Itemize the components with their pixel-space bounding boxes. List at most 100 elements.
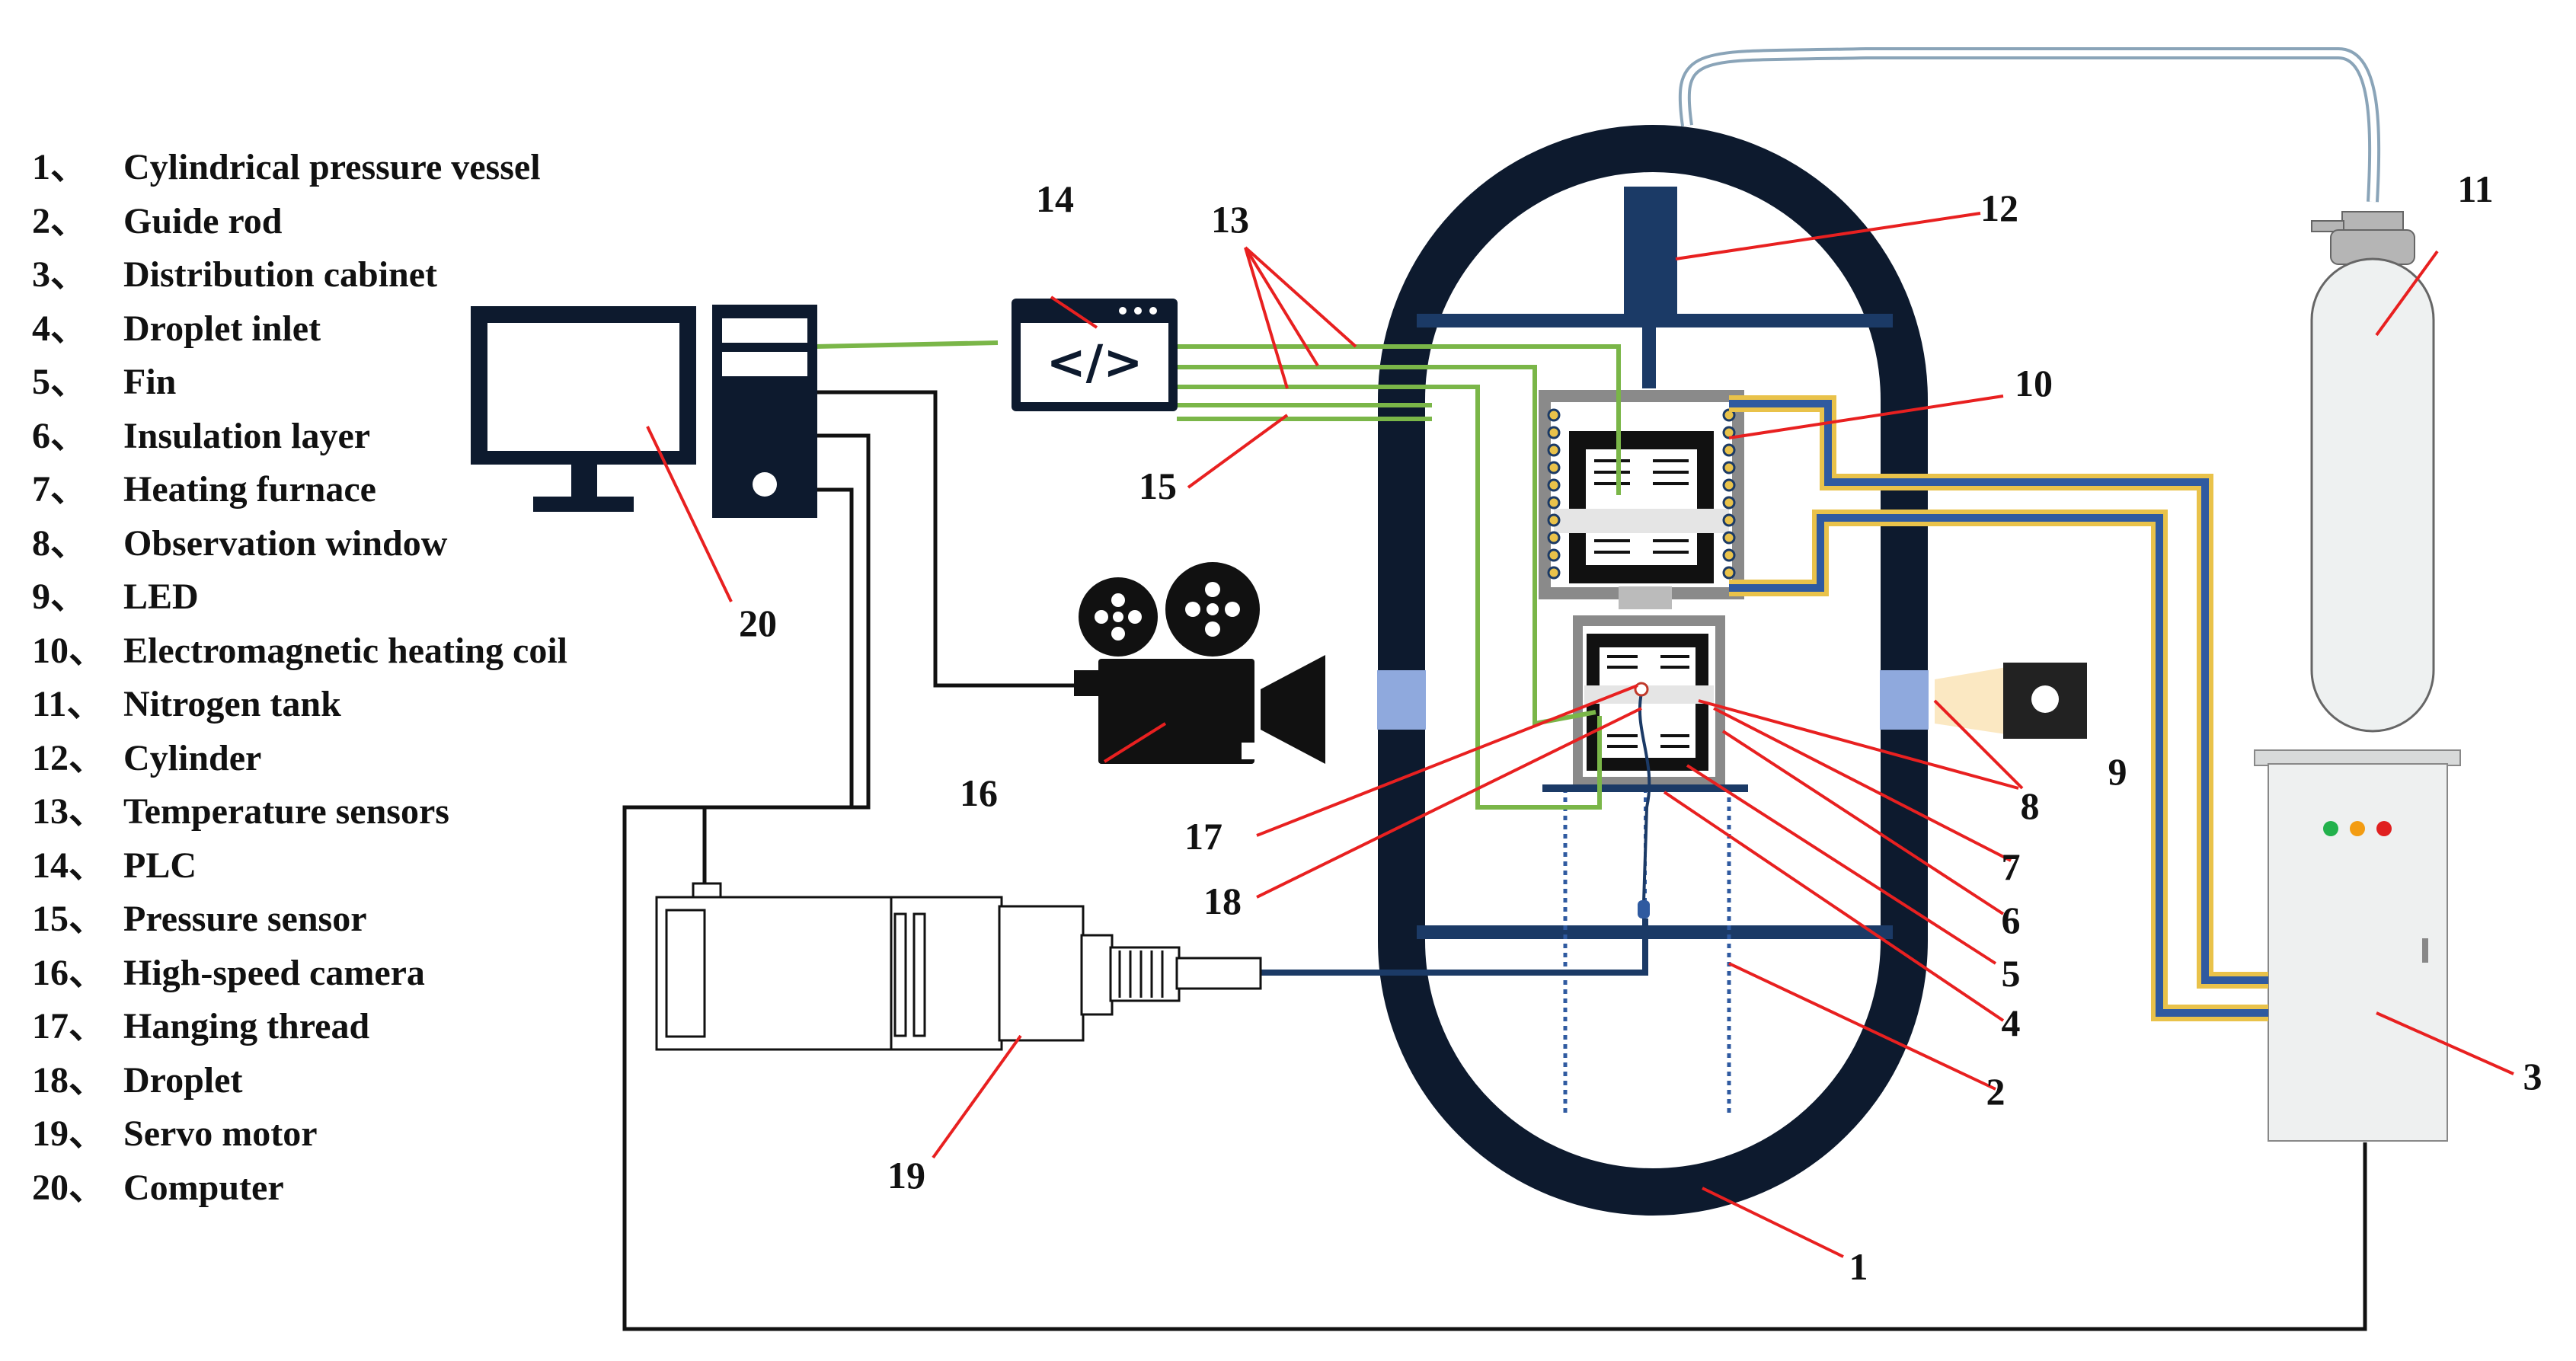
plc-device: </> (1012, 299, 1178, 411)
legend-item: 11、Nitrogen tank (32, 678, 567, 732)
legend-item: 14、 PLC (32, 839, 567, 893)
legend-item: 17、 Hanging thread (32, 1000, 567, 1054)
legend-item: 20、 Computer (32, 1161, 567, 1216)
legend-number: 15、 (32, 899, 106, 939)
callout-2: 2 (1986, 1070, 2006, 1113)
callout-16: 16 (960, 772, 998, 814)
leader-lines (646, 212, 2514, 1258)
legend-label: High-speed camera (123, 952, 425, 993)
legend-item: 5、 Fin (32, 356, 567, 410)
callout-20: 20 (739, 602, 777, 644)
plc-code-symbol: </> (1047, 334, 1143, 390)
legend-item: 4、 Droplet inlet (32, 302, 567, 356)
legend-item: 10、Electromagnetic heating coil (32, 625, 567, 679)
legend-number: 20、 (32, 1167, 106, 1208)
thread-clamp (1638, 900, 1650, 919)
legend-number: 4、 (32, 308, 88, 349)
legend-item: 18、 Droplet (32, 1054, 567, 1108)
legend-number: 5、 (32, 362, 88, 402)
callout-6: 6 (2002, 899, 2021, 941)
callout-8: 8 (2021, 784, 2040, 827)
cylinder (1624, 187, 1677, 316)
high-speed-camera (1074, 562, 1325, 764)
droplet (1634, 682, 1649, 697)
legend-item: 15、 Pressure sensor (32, 893, 567, 947)
lower-frame (1417, 925, 1893, 939)
callout-13: 13 (1211, 198, 1249, 241)
callout-17: 17 (1184, 815, 1222, 858)
callout-9: 9 (2108, 750, 2127, 793)
heating-coil-right (1722, 408, 1736, 580)
legend-number: 18、 (32, 1059, 106, 1101)
sensor-wires (814, 340, 1621, 810)
callout-14: 14 (1036, 177, 1074, 220)
led (1935, 663, 2087, 739)
pressure-vessel (1377, 125, 1929, 1216)
legend-item: 7、Heating furnace (32, 463, 567, 517)
legend-label: Pressure sensor (123, 899, 367, 939)
legend-item: 12、 Cylinder (32, 732, 567, 786)
legend-label: Insulation layer (123, 415, 371, 456)
furnace-connector (1619, 586, 1672, 609)
observation-window-right (1880, 670, 1929, 730)
legend-label: Nitrogen tank (123, 684, 341, 724)
legend-item: 19、 Servo motor (32, 1107, 567, 1161)
computer (471, 305, 817, 518)
distribution-cabinet (2254, 749, 2461, 1142)
heating-furnace-upper (1539, 390, 1744, 599)
legend-label: LED (123, 577, 199, 617)
callout-15: 15 (1139, 465, 1177, 507)
legend-label: PLC (123, 845, 197, 886)
legend-label: Observation window (123, 522, 448, 564)
legend-item: 9、 LED (32, 570, 567, 625)
legend-number: 12、 (32, 737, 106, 778)
status-light-green (2323, 821, 2338, 836)
status-light-red (2376, 821, 2392, 836)
legend-item: 8、Observation window (32, 517, 567, 571)
legend-label: Computer (123, 1167, 284, 1208)
legend-label: Guide rod (123, 200, 283, 241)
upper-frame (1417, 314, 1893, 327)
legend-label: Droplet inlet (123, 308, 321, 349)
legend-number: 14、 (32, 845, 106, 886)
callout-10: 10 (2015, 362, 2053, 404)
cylinder-rod (1642, 327, 1656, 388)
coil-power-cables (1729, 395, 2268, 1021)
callout-11: 11 (2457, 168, 2493, 210)
nitrogen-tank (1678, 47, 2435, 733)
legend-label: Hanging thread (123, 1006, 370, 1046)
callout-7: 7 (2002, 845, 2021, 888)
legend-label: Heating furnace (123, 469, 376, 510)
status-light-orange (2350, 821, 2365, 836)
legend-number: 2、 (32, 200, 88, 241)
control-wires (622, 390, 2367, 1331)
legend-number: 19、 (32, 1113, 106, 1154)
legend-number: 1、 (32, 147, 88, 187)
legend-number: 16、 (32, 952, 106, 993)
legend-number: 17、 (32, 1006, 106, 1046)
legend-item: 2、 Guide rod (32, 195, 567, 249)
fin-plate (1542, 784, 1748, 792)
legend-number: 3、 (32, 254, 88, 295)
heating-coil-left (1547, 408, 1561, 580)
legend-label: Fin (123, 362, 177, 402)
legend-label: Droplet (123, 1059, 243, 1101)
servo-motor (655, 882, 1262, 1051)
legend: 1、 Cylindrical pressure vessel 2、 Guide ro… (32, 141, 567, 1215)
callout-18: 18 (1203, 880, 1242, 922)
legend-item: 16、 High-speed camera (32, 947, 567, 1001)
callout-3: 3 (2523, 1055, 2542, 1097)
legend-label: Cylindrical pressure vessel (123, 147, 541, 187)
legend-item: 6、Insulation layer (32, 410, 567, 464)
legend-label: Servo motor (123, 1113, 318, 1154)
legend-label: Cylinder (123, 737, 262, 778)
legend-item: 3、 Distribution cabinet (32, 248, 567, 302)
legend-number: 13、 (32, 791, 106, 832)
legend-label: Temperature sensors (123, 791, 449, 832)
callout-12: 12 (1980, 187, 2018, 229)
observation-window-left (1377, 670, 1426, 730)
legend-label: Distribution cabinet (123, 254, 438, 295)
legend-item: 13、 Temperature sensors (32, 785, 567, 839)
legend-number: 9、 (32, 577, 88, 617)
